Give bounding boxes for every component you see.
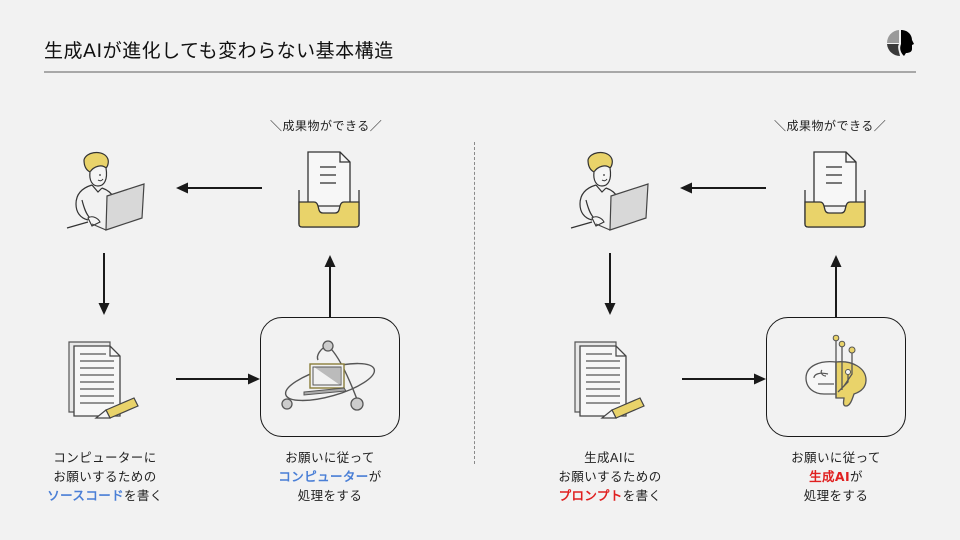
arrow-left [176,182,262,194]
input-label-line2: お願いするための [53,469,157,484]
arrow-down [604,253,616,315]
arrow-down [98,253,110,315]
computer-orbit-icon [281,340,376,411]
input-label: 生成AIに お願いするための プロンプトを書く [520,448,700,505]
input-label-line3-rest: を書く [622,488,662,503]
input-label-line1: 生成AIに [584,450,636,465]
input-label-line1: コンピューターに [53,450,157,465]
page-title: 生成AIが進化しても変わらない基本構造 [44,40,394,62]
process-label-line2-rest: が [850,469,863,484]
process-label: お願いに従って コンピューターが 処理をする [240,448,420,505]
document-with-pencil-icon [68,341,139,419]
highlight-prompt: プロンプト [558,488,623,503]
arrow-left [680,182,766,194]
person-with-laptop-icon [66,151,145,231]
input-label-line3: ソースコードを書く [15,486,195,505]
process-label-line1: お願いに従って [791,450,881,465]
highlight-source-code: ソースコード [47,488,125,503]
process-label-line2: コンピューターが [240,467,420,486]
input-label-line2: お願いするための [558,469,662,484]
document-with-pencil-icon [574,341,645,419]
output-caption: ＼成果物ができる／ [774,119,887,133]
input-label: コンピューターに お願いするための ソースコードを書く [15,448,195,505]
output-caption: ＼成果物ができる／ [270,119,383,133]
arrow-right [682,373,766,385]
input-label-line3: プロンプトを書く [520,486,700,505]
pie-head-logo-icon [886,30,914,57]
highlight-generative-ai: 生成AI [809,469,851,484]
process-label-line1: お願いに従って [285,450,375,465]
process-label-line2-rest: が [368,469,382,484]
process-label-line3: 処理をする [803,488,869,503]
arrow-right [176,373,260,385]
ai-brain-circuit-icon [805,334,867,407]
process-label-line2: 生成AIが [746,467,926,486]
arrow-up [324,255,336,317]
process-label-line3: 処理をする [297,488,363,503]
title-divider [44,71,916,73]
document-inbox-icon [804,151,866,228]
arrow-up [830,255,842,317]
panel-divider [474,142,475,464]
document-inbox-icon [298,151,360,228]
highlight-computer: コンピューター [278,469,369,484]
input-label-line3-rest: を書く [124,488,163,503]
process-label: お願いに従って 生成AIが 処理をする [746,448,926,505]
person-with-laptop-icon [570,151,649,231]
